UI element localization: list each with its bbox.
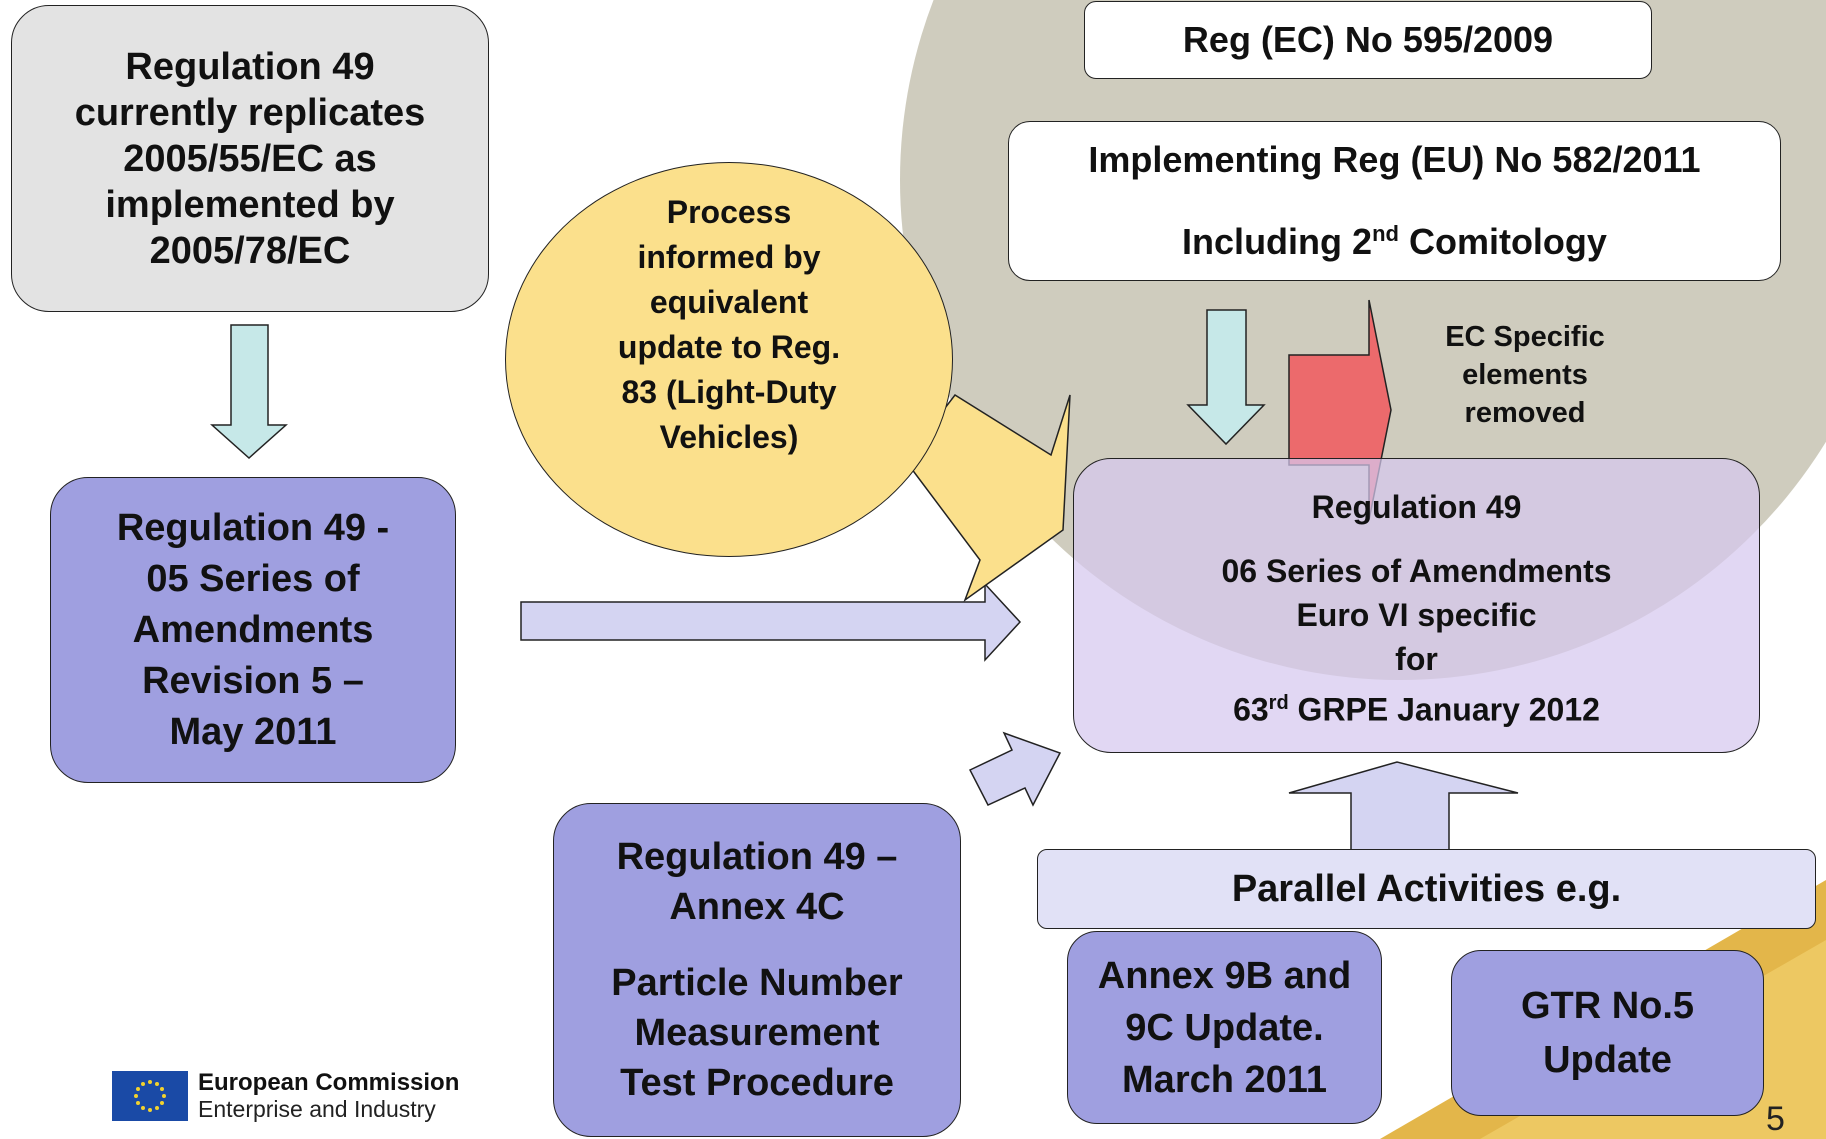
process-circle: Process informed by equivalent update to… [505,162,953,557]
lavender-arrow-up [1288,761,1519,851]
annex-4c-line: Particle Number [611,962,903,1004]
process-line: equivalent [649,283,809,320]
reg49-06-series-box: Regulation 49 06 Series of Amendments Eu… [1073,458,1760,753]
annex-9b-line: March 2011 [1122,1058,1327,1101]
reg-ec-595-label: Reg (EC) No 595/2009 [1182,19,1554,60]
reg49-06-title: Regulation 49 [1311,489,1522,525]
eu-flag-icon [112,1071,188,1121]
process-line: 83 (Light-Duty [621,373,837,410]
implementing-reg-label: Implementing Reg (EU) No 582/2011 [1088,139,1701,180]
reg49-06-grpe: 63rd GRPE January 2012 [1233,691,1600,728]
ec-logo-line1: European Commission [198,1069,460,1096]
parallel-activities-label: Parallel Activities e.g. [1231,868,1622,910]
annex-4c-line: Annex 4C [669,886,845,928]
process-line: Vehicles) [659,418,799,455]
reg49-original-line: 2005/55/EC as [123,137,377,180]
annex-9b-line: Annex 9B and [1097,954,1352,997]
reg49-05-line: Revision 5 – [142,659,364,702]
page-number: 5 [1766,1100,1785,1138]
reg49-original-box: Regulation 49 currently replicates 2005/… [11,5,489,312]
annex-9b-line: 9C Update. [1125,1006,1324,1049]
reg49-06-line: for [1395,641,1438,677]
reg49-05-line: Amendments [132,608,374,651]
reg49-05-line: 05 Series of [146,557,360,600]
implementing-reg-box: Implementing Reg (EU) No 582/2011 Includ… [1008,121,1781,281]
gtr5-line: Update [1543,1039,1672,1081]
parallel-activities-box: Parallel Activities e.g. [1037,849,1816,929]
annex-9b-box: Annex 9B and 9C Update. March 2011 [1067,931,1382,1124]
lavender-arrow-right [520,582,1022,662]
annex-4c-line: Measurement [634,1012,880,1054]
gtr5-line: GTR No.5 [1520,985,1695,1027]
annex-4c-line: Test Procedure [620,1062,894,1104]
reg49-05-series-box: Regulation 49 - 05 Series of Amendments … [50,477,456,783]
ec-logo-line2: Enterprise and Industry [198,1096,436,1122]
reg49-06-line: Euro VI specific [1296,597,1537,633]
process-line: Process [666,193,792,230]
reg49-original-line: currently replicates [74,91,426,134]
process-line: update to Reg. [617,328,841,365]
gtr5-box: GTR No.5 Update [1451,950,1764,1116]
reg49-05-line: May 2011 [169,710,337,753]
process-line: informed by [637,238,821,275]
reg49-05-line: Regulation 49 - [116,506,390,549]
annex-4c-line: Regulation 49 – [616,836,898,878]
annex-4c-box: Regulation 49 – Annex 4C Particle Number… [553,803,961,1137]
reg49-original-line: Regulation 49 [125,45,375,88]
reg49-original-line: 2005/78/EC [149,229,351,272]
reg49-06-line: 06 Series of Amendments [1221,553,1612,589]
teal-arrow-right [1186,309,1266,446]
yellow-callout-pointer [904,394,1071,603]
teal-arrow-left [210,324,288,460]
lavender-arrow-diagonal [968,731,1062,807]
reg49-original-line: implemented by [105,183,395,226]
ec-logo: European Commission Enterprise and Indus… [112,1068,492,1128]
reg-ec-595-box: Reg (EC) No 595/2009 [1084,1,1652,79]
ec-specific-label: EC Specific elements removed [1445,321,1605,429]
comitology-label: Including 2nd Comitology [1182,221,1607,262]
